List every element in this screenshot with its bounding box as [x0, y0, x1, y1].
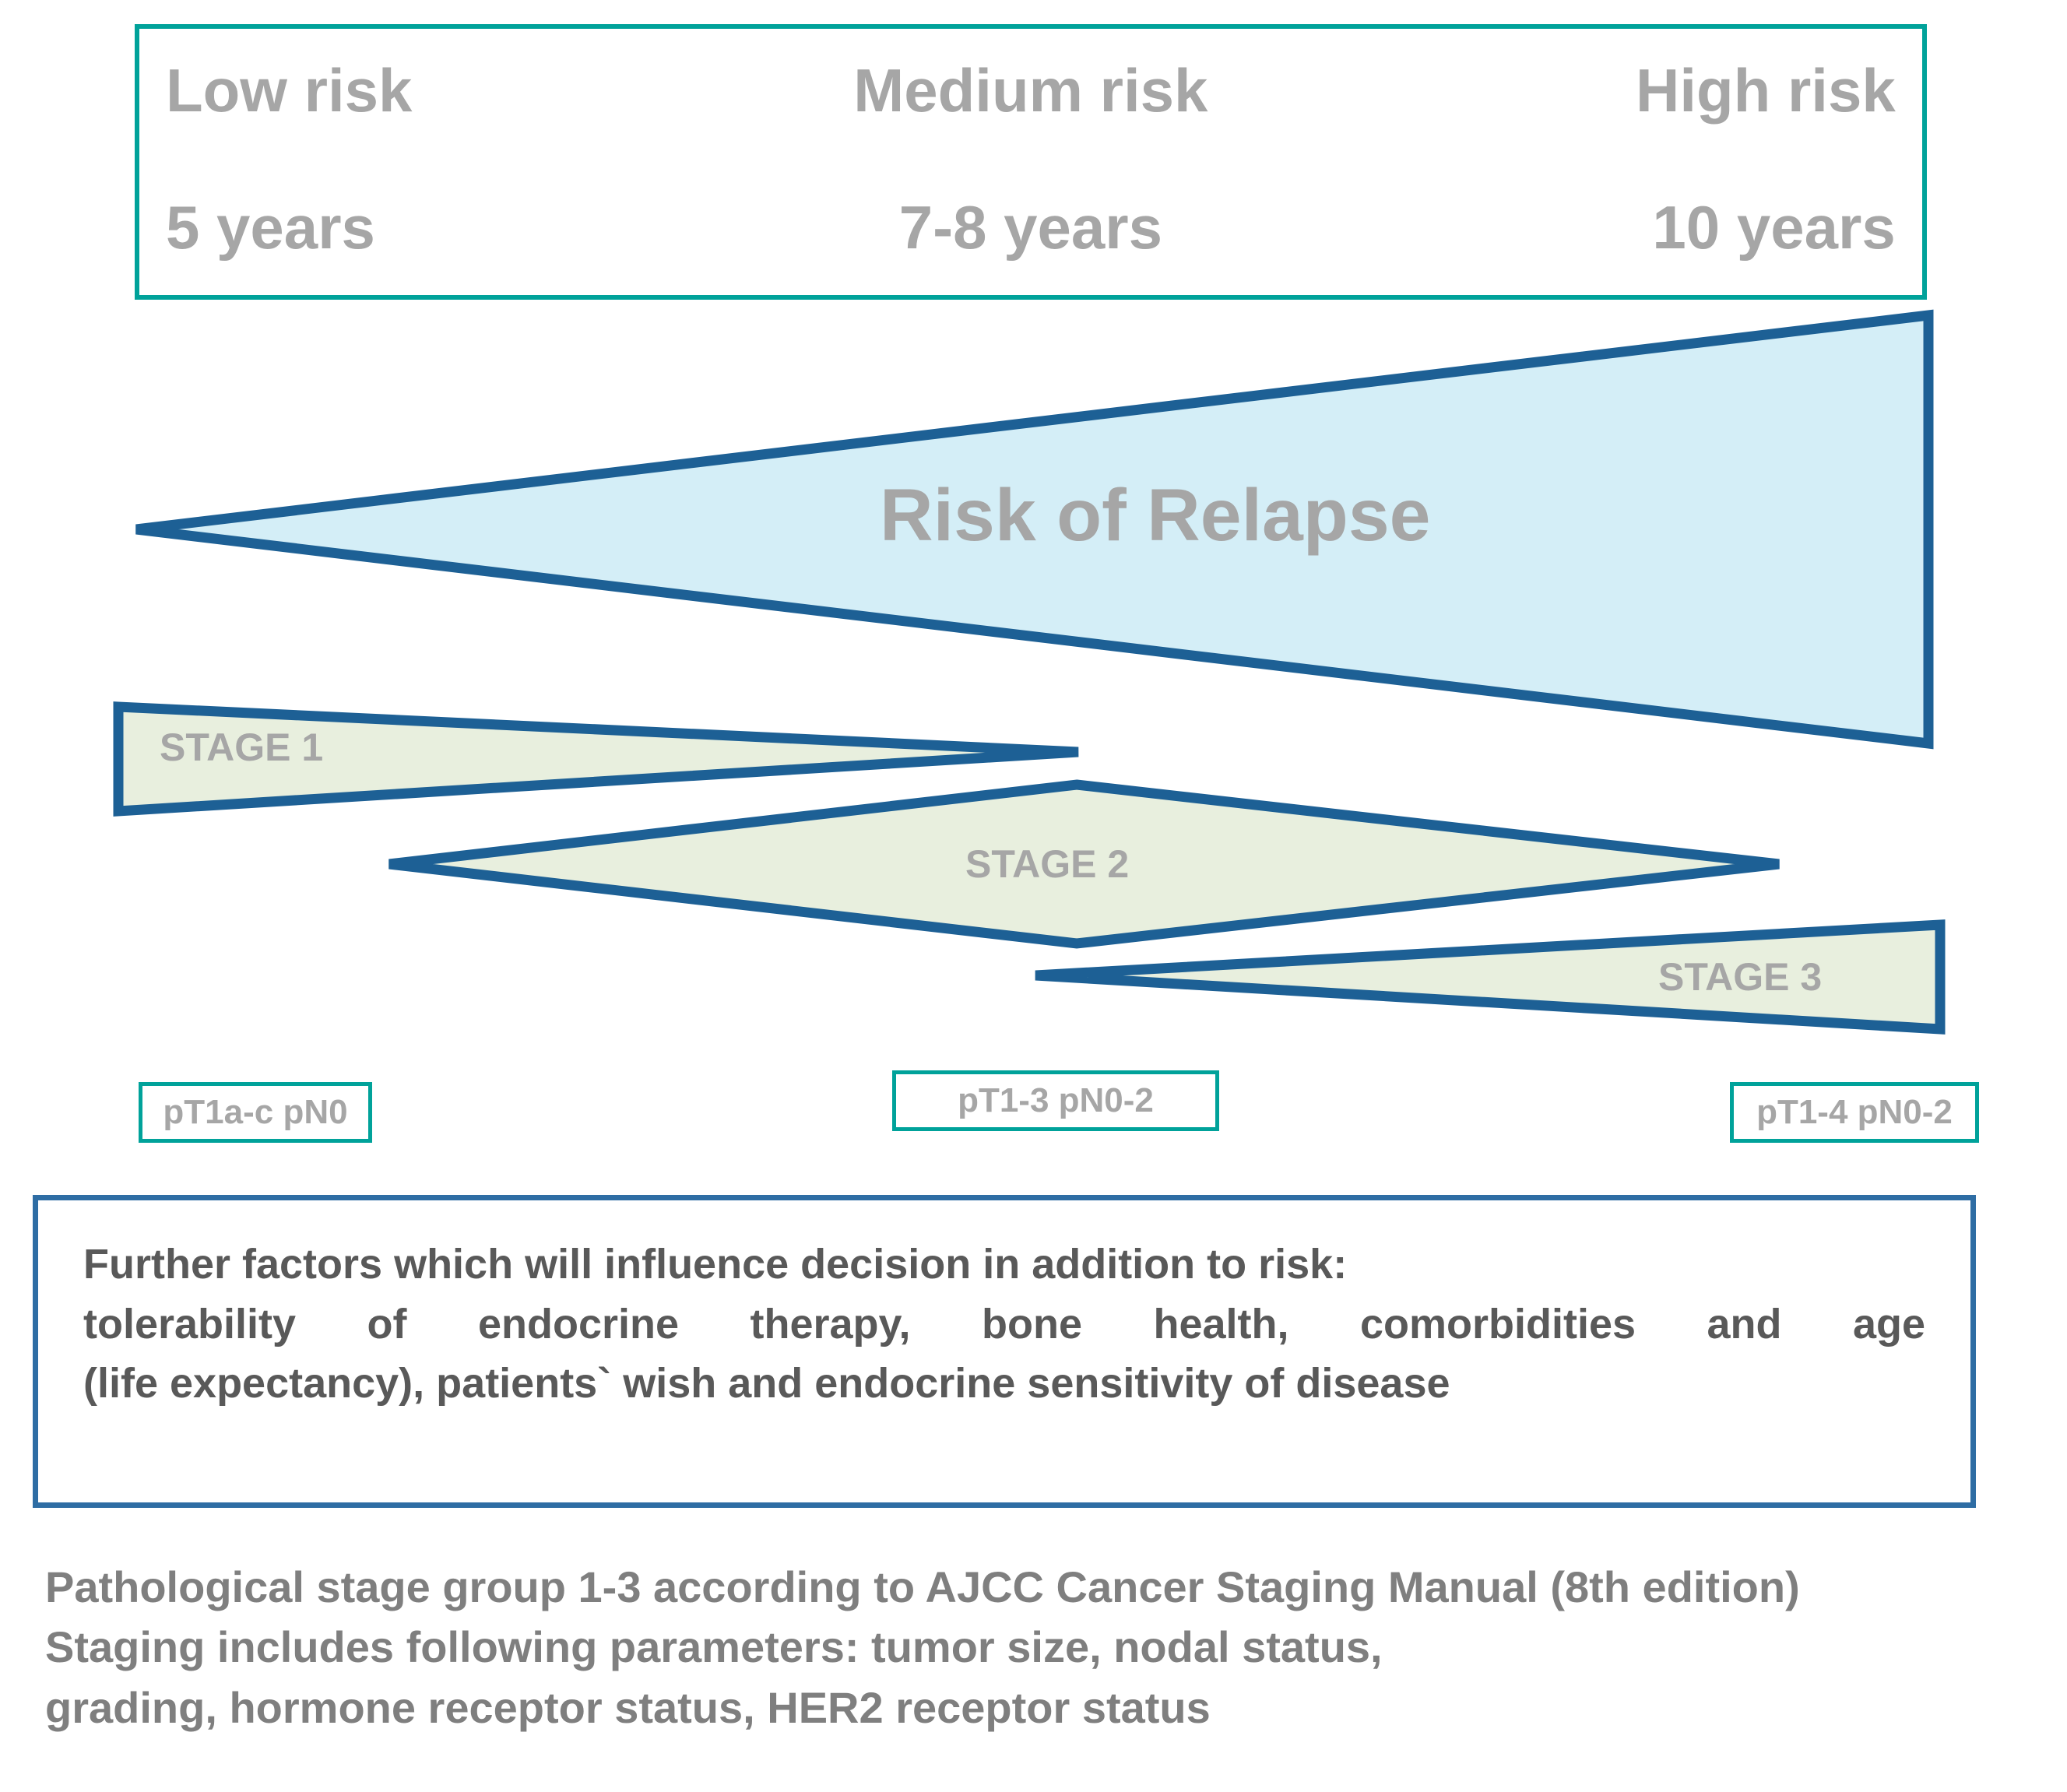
further-factors-box: Further factors which will influence dec… — [33, 1195, 1976, 1508]
risk-years-medium: 7-8 years — [898, 193, 1162, 262]
stage-3-label: STAGE 3 — [1658, 955, 1823, 999]
stage-2-shape — [388, 779, 1780, 949]
stage-3-shape — [1035, 919, 1946, 1035]
staging-chip-stage-2: pT1-3 pN0-2 — [892, 1070, 1219, 1131]
further-factors-text: Further factors which will influence dec… — [83, 1235, 1925, 1414]
further-factors-line-2: tolerability of endocrine therapy, bone … — [83, 1300, 1925, 1348]
risk-years-low: 5 years — [166, 193, 375, 262]
risk-level-medium: Medium risk — [853, 56, 1208, 125]
footnote-block: Pathological stage group 1-3 according t… — [45, 1557, 2038, 1738]
risk-header-box: Low risk Medium risk High risk 5 years 7… — [135, 24, 1927, 300]
risk-level-low: Low risk — [166, 56, 413, 125]
further-factors-line-3: (life expectancy), patients` wish and en… — [83, 1360, 1450, 1407]
stage-2-label: STAGE 2 — [965, 842, 1130, 886]
staging-chip-stage-1: pT1a-c pN0 — [139, 1082, 372, 1143]
footnote-line-2: Staging includes following parameters: t… — [45, 1622, 1383, 1672]
stage-1-shape — [113, 701, 1079, 817]
risk-of-relapse-shape — [135, 309, 1934, 750]
further-factors-line-1: Further factors which will influence dec… — [83, 1241, 1348, 1288]
risk-level-high: High risk — [1635, 56, 1896, 125]
staging-chip-stage-3: pT1-4 pN0-2 — [1730, 1082, 1979, 1143]
risk-years-high: 10 years — [1652, 193, 1896, 262]
risk-years-row: 5 years 7-8 years 10 years — [139, 184, 1922, 270]
footnote-line-3: grading, hormone receptor status, HER2 r… — [45, 1682, 1211, 1732]
risk-of-relapse-label: Risk of Relapse — [880, 474, 1431, 557]
risk-level-row: Low risk Medium risk High risk — [139, 47, 1922, 133]
footnote-line-1: Pathological stage group 1-3 according t… — [45, 1562, 1800, 1611]
stage-1-label: STAGE 1 — [160, 726, 324, 769]
